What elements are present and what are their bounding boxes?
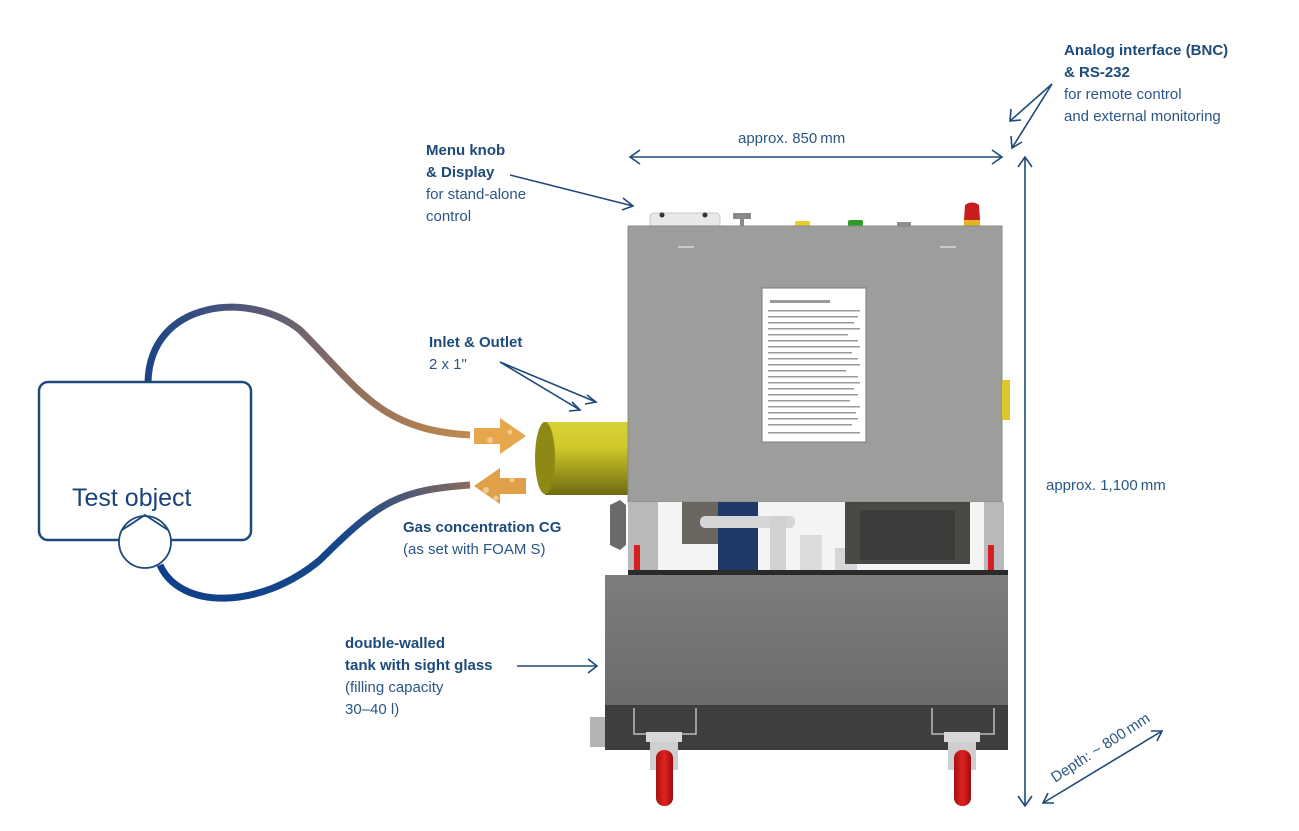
menu-knob-title-1: Menu knob <box>426 142 506 159</box>
hose-return <box>156 481 471 602</box>
grey-button <box>897 222 911 227</box>
pump-icon <box>118 513 172 569</box>
callout-gas-concentration: Gas concentration CG (as set with FOAM S… <box>403 517 561 561</box>
caster-right <box>931 708 995 806</box>
width-dimension-label: approx. 850 mm <box>738 130 846 147</box>
analog-interface-title-2: & RS-232 <box>1064 64 1130 81</box>
callout-inlet-outlet: Inlet & Outlet 2 x 1" <box>429 332 522 376</box>
callout-tank: double-walled tank with sight glass (fil… <box>345 633 493 721</box>
tank-title-2: tank with sight glass <box>345 657 493 674</box>
analog-interface-desc-2: and external monitoring <box>1064 108 1221 125</box>
caster-left <box>633 708 697 806</box>
tank-desc-2: 30–40 l) <box>345 701 400 718</box>
tank-title-1: double-walled <box>345 635 446 652</box>
height-dimension-label: approx. 1,100 mm <box>1046 477 1166 494</box>
inlet-arrow-icon <box>474 418 526 454</box>
drain-pipe <box>590 717 605 747</box>
callout-menu-knob: Menu knob & Display for stand-alone cont… <box>426 140 526 228</box>
gas-concentration-title: Gas concentration CG <box>403 519 562 536</box>
control-panel-top <box>649 202 980 229</box>
outlet-arrow-icon <box>474 468 526 504</box>
green-button <box>848 220 863 227</box>
tank <box>605 575 1008 707</box>
menu-knob-desc-2: control <box>426 208 472 225</box>
instruction-label <box>761 287 867 443</box>
gas-concentration-desc: (as set with FOAM S) <box>403 541 546 558</box>
inlet-outlet-desc: 2 x 1" <box>429 356 467 373</box>
analog-interface-desc-1: for remote control <box>1064 86 1182 103</box>
callout-analog-interface: Analog interface (BNC) & RS-232 for remo… <box>1064 40 1228 128</box>
menu-knob-title-2: & Display <box>426 164 495 181</box>
emergency-stop-button <box>964 202 980 220</box>
hose-supply <box>144 303 471 439</box>
inlet-outlet-cylinder <box>535 422 630 495</box>
inlet-outlet-title: Inlet & Outlet <box>429 334 523 351</box>
menu-knob-desc-1: for stand-alone <box>426 186 527 203</box>
depth-dimension-line <box>1042 730 1163 804</box>
test-object-label: Test object <box>72 484 192 512</box>
analog-interface-title-1: Analog interface (BNC) <box>1064 42 1229 59</box>
tank-desc-1: (filling capacity <box>345 679 444 696</box>
pump-section <box>610 500 1008 575</box>
bnc-connector <box>1002 380 1010 420</box>
